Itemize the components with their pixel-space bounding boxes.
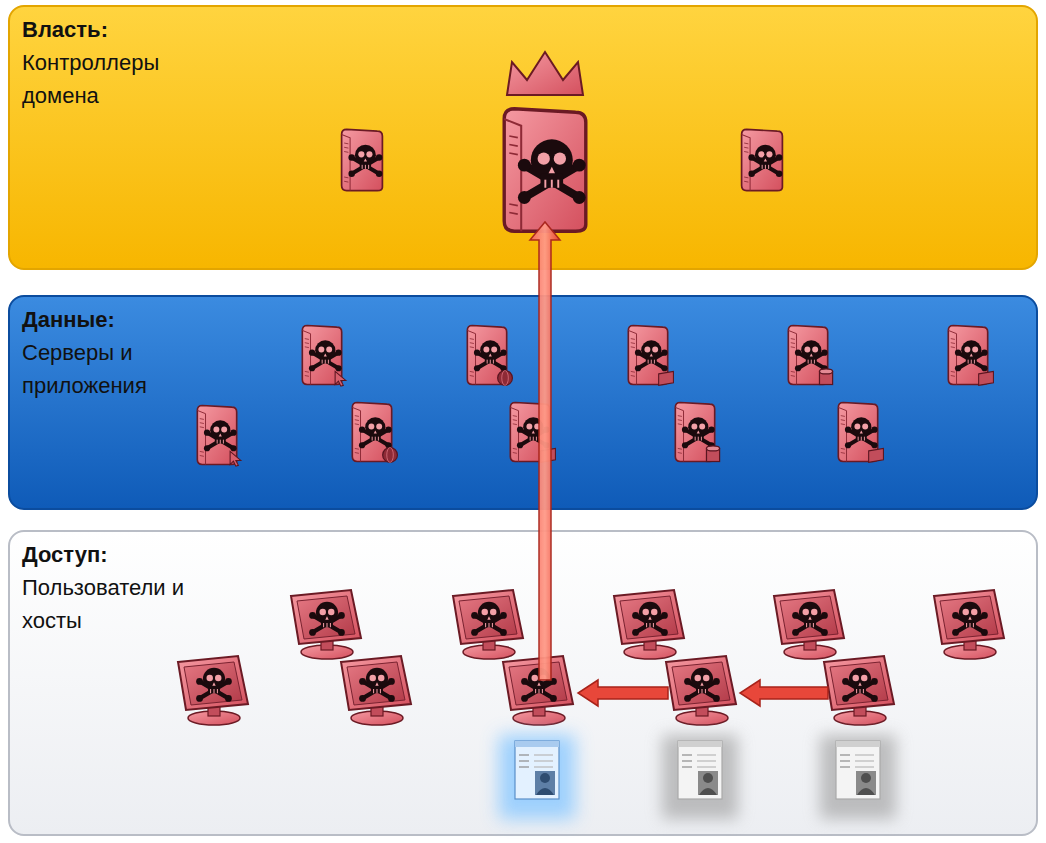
skull-symbol [348, 145, 382, 177]
badge-symbol [230, 451, 241, 466]
server-icon [742, 129, 783, 190]
vertical-arrow [530, 222, 560, 680]
skull-symbol [359, 417, 392, 448]
server-icon [302, 325, 345, 386]
skull-symbol [792, 602, 828, 636]
badge-symbol [335, 371, 346, 386]
crown-symbol [507, 52, 583, 95]
skull-symbol [842, 668, 878, 702]
skull-symbol [309, 340, 342, 371]
band-panel: Власть:Контроллеры домена [8, 5, 1038, 270]
illustration-group [178, 52, 1004, 819]
host-icon [503, 656, 573, 725]
skull-symbol [359, 668, 395, 702]
server-icon [788, 325, 832, 384]
badge-symbol [706, 446, 719, 462]
host-icon [614, 590, 684, 659]
skull-symbol [684, 668, 720, 702]
band-caption: Контроллеры домена [22, 46, 207, 112]
attack-path [530, 222, 828, 706]
skull-symbol [309, 602, 345, 636]
lateral-arrow [578, 680, 668, 706]
skull-symbol [471, 602, 507, 636]
band-caption: Серверы и приложения [22, 336, 202, 402]
host-icon [666, 656, 736, 725]
band-panel: Данные:Серверы и приложения [8, 295, 1038, 510]
badge-symbol [869, 448, 884, 462]
band-heading: Власть: [22, 13, 207, 46]
skull-symbol [196, 668, 232, 702]
badge-symbol [979, 371, 994, 385]
main-controller [507, 52, 583, 95]
band-panel: Доступ:Пользователи и хосты [8, 530, 1038, 836]
band-heading: Доступ: [22, 538, 222, 571]
skull-symbol [521, 668, 557, 702]
badge-symbol [819, 369, 832, 385]
server-icon [352, 402, 397, 462]
host-icon [774, 590, 844, 659]
host-icon [453, 590, 523, 659]
lateral-arrow [740, 680, 828, 706]
host-icon [291, 590, 361, 659]
skull-symbol [795, 340, 828, 371]
server-icon [628, 325, 673, 385]
account-card [820, 735, 896, 819]
skull-symbol [635, 340, 668, 371]
band-heading: Данные: [22, 303, 202, 336]
host-icon [824, 656, 894, 725]
skull-symbol [204, 420, 237, 451]
skull-symbol [517, 417, 550, 448]
skull-symbol [632, 602, 668, 636]
skull-symbol [955, 340, 988, 371]
host-icon [934, 590, 1004, 659]
badge-symbol [541, 448, 556, 462]
badge-symbol [383, 448, 398, 463]
server-icon [510, 402, 555, 462]
badge-symbol [498, 371, 513, 386]
skull-symbol [845, 417, 878, 448]
server-icon [948, 325, 993, 385]
skull-symbol [518, 139, 586, 204]
server-icon [838, 402, 883, 462]
server-icon [467, 325, 512, 385]
server-icon [504, 109, 586, 231]
account-card [662, 735, 738, 819]
server-icon [675, 402, 719, 461]
account-card [499, 735, 575, 819]
badge-symbol [659, 371, 674, 385]
host-icon [178, 656, 248, 725]
server-icon [197, 405, 240, 466]
skull-symbol [748, 145, 782, 177]
skull-symbol [952, 602, 988, 636]
skull-symbol [474, 340, 507, 371]
host-icon [341, 656, 411, 725]
skull-symbol [682, 417, 715, 448]
server-icon [342, 129, 383, 190]
band-caption: Пользователи и хосты [22, 571, 222, 637]
